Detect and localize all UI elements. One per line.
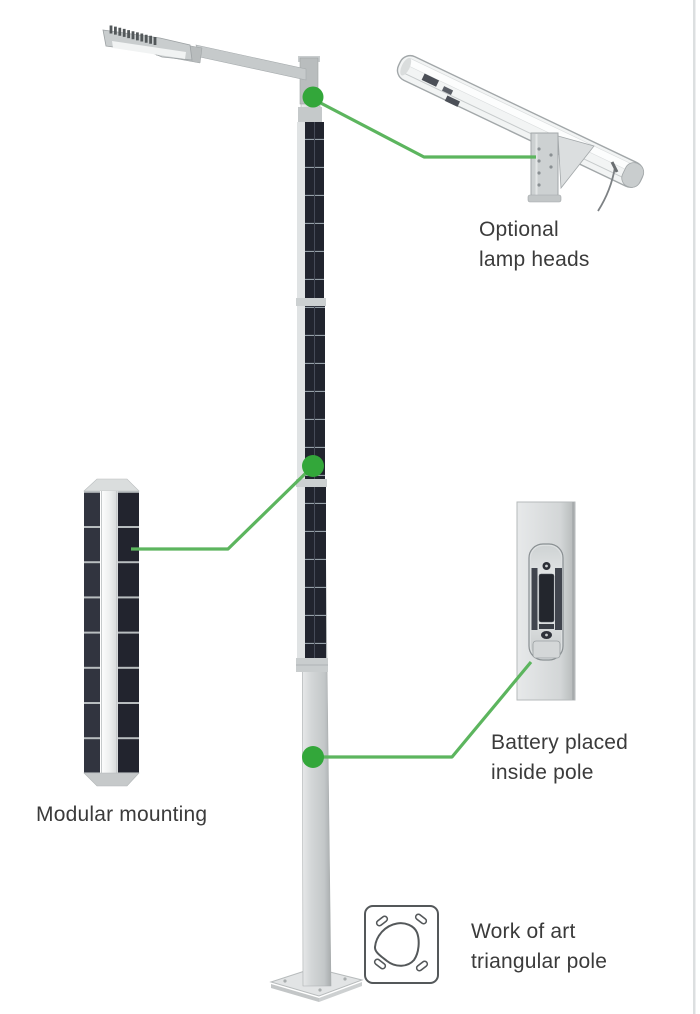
- callout-dots: [302, 86, 324, 768]
- segment-joint-1: [296, 298, 326, 306]
- callout-dot-battery: [302, 746, 324, 768]
- callout-line-module: [131, 466, 313, 551]
- solar-segment-3: [305, 487, 326, 658]
- heat-sink-fins: [109, 25, 157, 45]
- label-work-of-art-triangular-pole: Work of art triangular pole: [471, 920, 608, 973]
- module-right-face: [118, 491, 139, 773]
- label-optional-lamp-heads: Optional lamp heads: [479, 218, 590, 271]
- solar-segment-2: [305, 306, 325, 479]
- lamp-head-icon: [102, 25, 193, 61]
- label-battery-placed-inside-pole: Battery placed inside pole: [491, 731, 629, 784]
- panel-top-cap: [298, 107, 322, 122]
- lamp-mounting-bracket: [527, 132, 595, 203]
- pole-solar-panels: [296, 107, 328, 672]
- callout-lines: [131, 97, 536, 759]
- module-top-cap: [83, 478, 140, 492]
- module-bottom-cap: [83, 772, 140, 787]
- lamp-arm: [102, 25, 320, 105]
- cross-section-icon: [364, 905, 439, 984]
- label-modular-mounting: Modular mounting: [36, 803, 208, 826]
- segment-joint-2: [296, 479, 327, 487]
- callout-dot-module: [302, 455, 324, 477]
- module-left-face: [84, 491, 100, 773]
- callout-line-lamp: [312, 97, 536, 159]
- callout-dot-lamp: [302, 86, 324, 108]
- modular-module: [83, 478, 140, 787]
- page-edge-line: [693, 0, 696, 1014]
- triangle-profile: [374, 922, 420, 967]
- callout-line-battery: [315, 660, 533, 759]
- module-center-rail: [100, 491, 118, 773]
- battery-icon: [538, 573, 555, 623]
- solar-segment-1: [305, 122, 324, 298]
- arm-tube: [195, 44, 307, 81]
- lamp-cable: [597, 166, 616, 212]
- optional-lamp-head: [396, 54, 645, 212]
